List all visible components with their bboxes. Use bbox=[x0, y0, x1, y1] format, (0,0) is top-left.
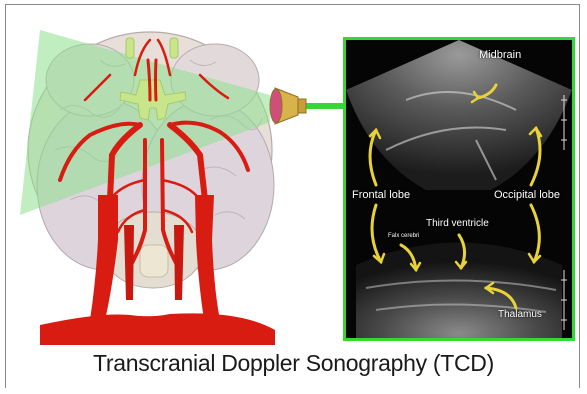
label-falx-cerebri: Falx cerebri bbox=[388, 233, 419, 239]
ultrasound-image-panel: Midbrain Frontal lobe Occipital lobe Thi… bbox=[343, 37, 575, 341]
label-third-ventricle: Third ventricle bbox=[426, 218, 489, 229]
label-occipital-lobe: Occipital lobe bbox=[494, 189, 560, 201]
label-frontal-lobe: Frontal lobe bbox=[352, 189, 410, 201]
label-midbrain: Midbrain bbox=[479, 49, 521, 61]
ultrasound-probe bbox=[270, 88, 344, 124]
figure-caption: Transcranial Doppler Sonography (TCD) bbox=[0, 350, 587, 377]
label-thalamus: Thalamus bbox=[498, 309, 542, 320]
